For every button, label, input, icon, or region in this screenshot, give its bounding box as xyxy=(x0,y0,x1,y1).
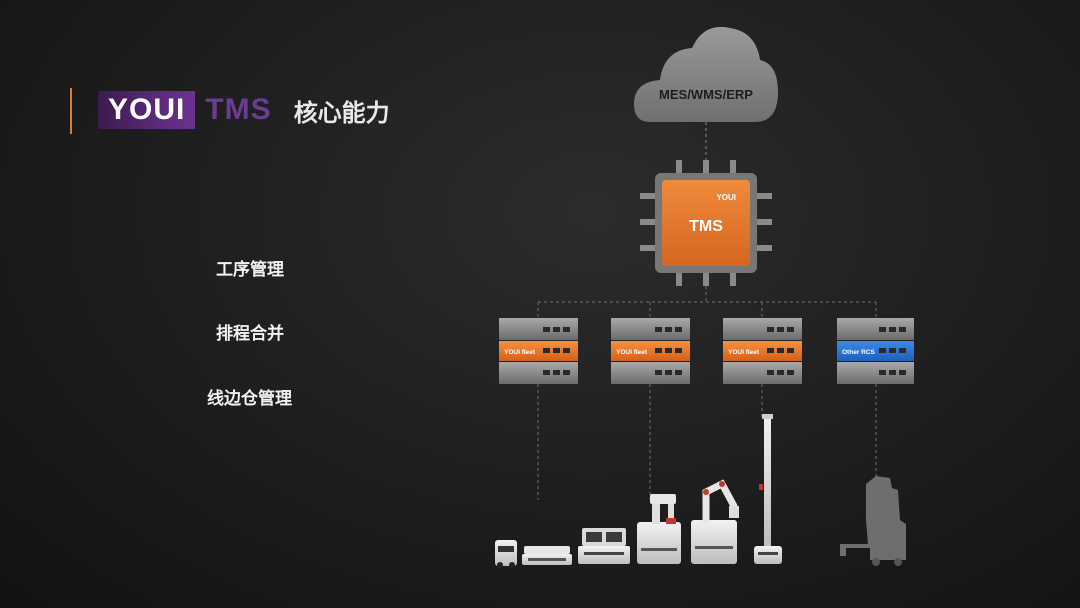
fleet-server-1: YOUI fleet xyxy=(499,318,578,384)
fleet-server-3: YOUI fleet xyxy=(723,318,802,384)
product-name: TMS xyxy=(205,93,272,126)
chip-brand: YOUI xyxy=(716,193,736,202)
brand-logo: YOUI xyxy=(98,91,196,129)
fleet-server-2: YOUI fleet xyxy=(611,318,690,384)
server-2-label: YOUI fleet xyxy=(616,349,648,356)
server-3-label: YOUI fleet xyxy=(728,349,760,356)
cloud-icon: MES/WMS/ERP xyxy=(634,26,778,122)
robot-small-cart-icon xyxy=(495,540,517,568)
forklift-silhouette-icon xyxy=(840,476,906,566)
other-rcs-label: Other RCS xyxy=(842,349,876,356)
robot-flat-agv-icon xyxy=(522,546,572,565)
cloud-label: MES/WMS/ERP xyxy=(659,87,753,102)
server-1-label: YOUI fleet xyxy=(504,349,536,356)
page-title: YOUI TMS 核心能力 xyxy=(98,90,390,130)
brand-name: YOUI xyxy=(108,93,186,126)
robot-roller-agv-icon xyxy=(578,528,630,564)
robot-arm-agv-icon-2 xyxy=(691,479,739,564)
tms-chip-icon: YOUI TMS xyxy=(640,160,772,286)
capability-schedule-merge: 排程合并 xyxy=(216,324,284,344)
capability-process-management: 工序管理 xyxy=(216,260,284,280)
chip-label: TMS xyxy=(689,218,723,235)
robot-mast-agv-icon xyxy=(754,414,782,564)
other-rcs-server: Other RCS xyxy=(837,318,914,384)
capability-lineside-warehouse: 线边仓管理 xyxy=(207,389,292,409)
robot-arm-agv-icon-1 xyxy=(637,494,681,564)
title-text: 核心能力 xyxy=(293,98,390,127)
network-connectors xyxy=(537,286,877,500)
title-accent-bar xyxy=(70,88,72,134)
